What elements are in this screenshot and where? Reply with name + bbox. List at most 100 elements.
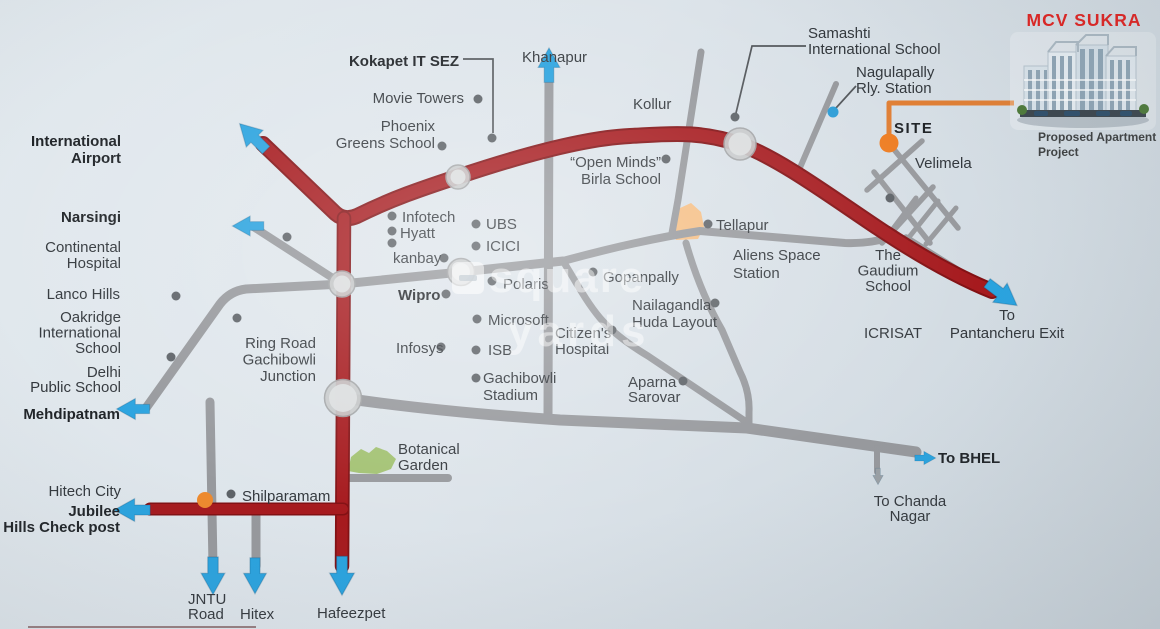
label-hitex: Hitex	[240, 606, 275, 623]
kanbay-dot	[439, 253, 449, 263]
label-kollur: Kollur	[633, 96, 671, 113]
label-ubs: UBS	[486, 216, 517, 233]
junction-ring-road-gachibowli	[323, 378, 363, 418]
velimela-grid-3	[871, 169, 933, 246]
movie-towers-dot	[473, 94, 483, 104]
label-isb: ISB	[488, 342, 512, 359]
project-caption-line2: Project	[1038, 145, 1079, 159]
label-gopanpally: Gopanpally	[603, 269, 679, 286]
label-velimela: Velimela	[915, 155, 972, 172]
label-icici: ICICI	[486, 238, 520, 255]
label-hafeezpet: Hafeezpet	[317, 605, 386, 622]
infotech-dot	[387, 211, 397, 221]
kokapet-dot	[487, 133, 497, 143]
jntu-arrow-icon	[200, 556, 226, 596]
orr-highway	[257, 128, 998, 297]
jubilee-arrow-icon	[112, 497, 151, 523]
shilparamam-dot	[226, 489, 236, 499]
pantancheru-arrow-icon	[982, 277, 1018, 307]
label-kokapet-it-sez: Kokapet IT SEZ	[349, 53, 459, 70]
label-tellapur: Tellapur	[716, 217, 769, 234]
gaudium-road	[559, 227, 897, 265]
bottom-edge-line	[28, 626, 256, 628]
gachibowli-stadium-dot	[471, 373, 481, 383]
site-connector-line	[886, 100, 1014, 140]
label-infosys: Infosys	[396, 340, 444, 357]
mehdipatnam-road	[141, 279, 347, 413]
gray-roads	[141, 48, 965, 571]
kokapet-bracket	[463, 58, 494, 133]
botanical-garden-area	[348, 447, 396, 474]
label-mehdipatnam: Mehdipatnam	[23, 406, 120, 423]
narsingi-road	[248, 222, 346, 288]
junction-kokapet	[445, 164, 471, 190]
gopanpally-dot	[588, 267, 598, 277]
narsingi-arrow-icon	[231, 215, 265, 237]
tellapur-south-road	[682, 239, 753, 429]
mehdipatnam-arrow-icon	[115, 397, 151, 421]
junction-kanbay	[446, 257, 476, 287]
tellapur-dot	[703, 219, 713, 229]
wipro-dot	[441, 289, 451, 299]
citizens-hospital-road	[559, 257, 749, 425]
project-caption-line1: Proposed Apartment	[1038, 130, 1157, 144]
label-wipro: Wipro	[398, 287, 440, 304]
nagulapally-connector	[835, 85, 857, 109]
samashti-bracket	[735, 45, 806, 114]
building-rendering	[1010, 32, 1156, 130]
jntu-road-path	[205, 397, 218, 571]
khanapur-road	[543, 67, 554, 421]
hafeezpet-arrow-icon	[328, 555, 356, 597]
polaris-dot	[487, 276, 497, 286]
open-minds-dot	[661, 154, 671, 164]
nagulapally-station-dot	[827, 106, 839, 118]
label-open-minds-birla-school: “Open Minds”Birla School	[570, 154, 661, 188]
aparna-dot	[678, 376, 688, 386]
velimela-dot	[885, 193, 895, 203]
junction-narsingi-cross	[328, 270, 356, 298]
nagulapally-road	[796, 81, 839, 173]
gaudium-stub-2	[903, 198, 941, 244]
gaudium-stub-3	[923, 205, 959, 247]
dps-dot	[166, 352, 176, 362]
hitex-arrow-icon	[242, 557, 268, 596]
landmark-dots	[166, 94, 899, 508]
kollur-road	[668, 48, 705, 237]
ubs-dot	[471, 219, 481, 229]
isb-dot	[471, 345, 481, 355]
bhel-road	[337, 392, 922, 458]
label-shilparamam: Shilparamam	[242, 488, 330, 505]
velimela-grid-2	[864, 138, 925, 193]
site-dot	[879, 133, 899, 153]
label-infotech: Infotech	[402, 209, 455, 226]
oakridge-dot	[232, 313, 242, 323]
lanco-dot	[171, 291, 181, 301]
label-hitech-city: Hitech City	[48, 483, 121, 500]
label-polaris: Polaris	[503, 276, 549, 293]
label-connectors	[463, 45, 857, 133]
label-lanco-hills: Lanco Hills	[47, 286, 120, 303]
label-hyatt: Hyatt	[400, 225, 436, 242]
icici-dot	[471, 241, 481, 251]
direction-arrows	[112, 46, 1018, 597]
label-to-bhel: To BHEL	[938, 450, 1000, 467]
microsoft-dot	[472, 314, 482, 324]
